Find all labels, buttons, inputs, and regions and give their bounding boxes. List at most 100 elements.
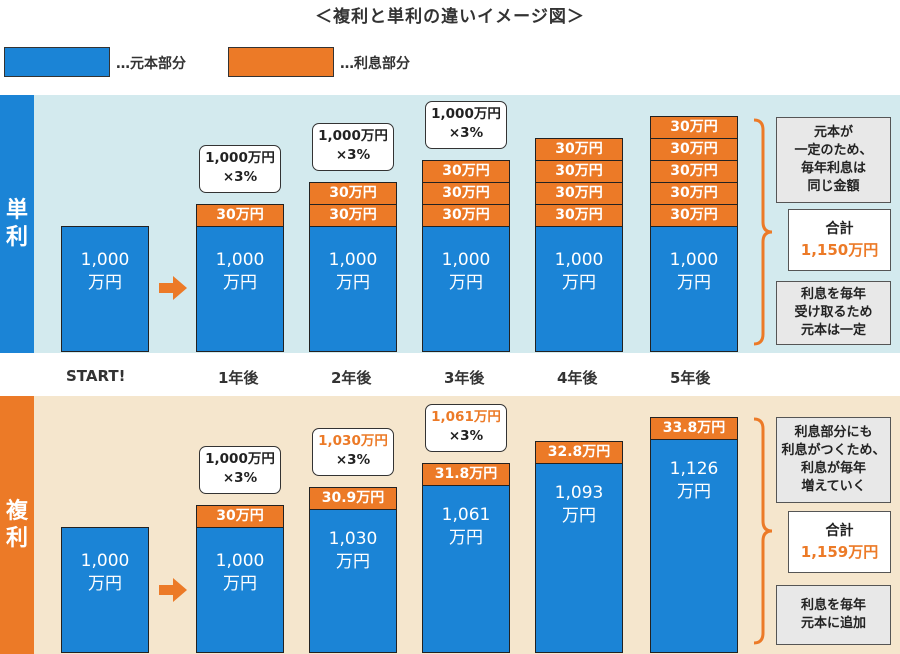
simple-principal-label: 1,000 万円: [536, 249, 622, 295]
compound-interest-segment: 33.8万円: [650, 417, 738, 440]
compound-bubble-2: 1,030万円 ×3%: [312, 428, 394, 476]
simple-interest-label: 単 利: [0, 95, 34, 353]
simple-note-bottom: 利息を毎年 受け取るため 元本は一定: [776, 281, 891, 345]
compound-total-box: 合計 1,159万円: [788, 511, 891, 573]
compound-start-unit: 万円: [88, 574, 122, 594]
compound-bubble-2-amount: 1,030万円: [318, 433, 388, 449]
simple-interest-segment: 30万円: [650, 204, 738, 227]
simple-interest-segment: 30万円: [196, 204, 284, 227]
compound-bubble-2-rate: ×3%: [335, 452, 371, 468]
compound-note-bottom: 利息を毎年 元本に追加: [776, 585, 891, 645]
compound-principal-bar: 1,061 万円: [422, 485, 510, 653]
compound-principal-label: 1,093 万円: [536, 482, 622, 528]
legend-principal-swatch: [4, 47, 110, 77]
simple-note-top: 元本が 一定のため、 毎年利息は 同じ金額: [776, 117, 891, 203]
simple-bubble-3: 1,000万円×3%: [425, 101, 507, 149]
compound-brace-icon: [753, 417, 773, 645]
compound-principal-amount: 1,093: [554, 483, 604, 503]
compound-note-top: 利息部分にも 利息がつくため、 利息が毎年 増えていく: [776, 417, 891, 503]
legend-interest-label: …利息部分: [340, 56, 410, 72]
simple-interest-segment: 30万円: [535, 182, 623, 205]
simple-interest-segment: 30万円: [309, 182, 397, 205]
simple-principal-unit: 万円: [562, 273, 596, 293]
x-label-year1: 1年後: [218, 369, 259, 387]
simple-bubble-3-amount: 1,000万円: [431, 106, 501, 122]
compound-bubble-3-rate: ×3%: [448, 428, 484, 444]
simple-principal-bar: 1,000 万円: [422, 226, 510, 352]
x-label-year3: 3年後: [444, 369, 485, 387]
simple-interest-segment: 30万円: [422, 160, 510, 183]
simple-interest-segment: 30万円: [650, 116, 738, 139]
simple-principal-label: 1,000 万円: [197, 249, 283, 295]
compound-interest-segment: 31.8万円: [422, 463, 510, 486]
x-label-year4: 4年後: [557, 369, 598, 387]
simple-bubble-2-amount: 1,000万円: [318, 128, 388, 144]
simple-principal-unit: 万円: [223, 273, 257, 293]
simple-principal-unit: 万円: [336, 273, 370, 293]
simple-interest-segment: 30万円: [535, 204, 623, 227]
simple-brace-icon: [753, 118, 773, 346]
compound-principal-unit: 万円: [223, 574, 257, 594]
simple-interest-segment: 30万円: [309, 204, 397, 227]
simple-principal-amount: 1,000: [669, 250, 719, 270]
compound-bubble-3-amount: 1,061万円: [431, 409, 501, 425]
legend-principal-label: …元本部分: [116, 56, 186, 72]
compound-principal-amount: 1,126: [669, 459, 719, 479]
compound-principal-unit: 万円: [562, 506, 596, 526]
compound-principal-label: 1,061 万円: [423, 504, 509, 550]
simple-start-bar: 1,000 万円: [61, 226, 149, 352]
compound-principal-unit: 万円: [336, 552, 370, 572]
compound-principal-label: 1,126 万円: [651, 458, 737, 504]
simple-bubble-2-rate: ×3%: [335, 147, 371, 163]
compound-principal-amount: 1,061: [441, 505, 491, 525]
compound-bubble-1-amount: 1,000万円: [205, 451, 275, 467]
legend-interest-swatch: [228, 47, 334, 77]
simple-interest-segment: 30万円: [422, 182, 510, 205]
compound-principal-bar: 1,000 万円: [196, 527, 284, 653]
simple-principal-bar: 1,000 万円: [196, 226, 284, 352]
compound-principal-label: 1,030 万円: [310, 528, 396, 574]
simple-principal-label: 1,000 万円: [651, 249, 737, 295]
simple-bubble-1: 1,000万円×3%: [199, 145, 281, 193]
simple-principal-amount: 1,000: [554, 250, 604, 270]
x-label-year2: 2年後: [331, 369, 372, 387]
simple-principal-amount: 1,000: [215, 250, 265, 270]
simple-total-value: 1,150万円: [800, 241, 879, 259]
simple-principal-amount: 1,000: [441, 250, 491, 270]
compound-arrow-icon: [159, 578, 187, 602]
compound-principal-bar: 1,030 万円: [309, 509, 397, 653]
compound-principal-unit: 万円: [677, 482, 711, 502]
compound-principal-bar: 1,126 万円: [650, 439, 738, 653]
simple-interest-segment: 30万円: [422, 204, 510, 227]
compound-bubble-1: 1,000万円 ×3%: [199, 446, 281, 494]
compound-principal-amount: 1,030: [328, 529, 378, 549]
simple-interest-segment: 30万円: [650, 138, 738, 161]
x-label-start: START!: [66, 367, 126, 385]
simple-total-box: 合計 1,150万円: [788, 209, 891, 271]
simple-principal-bar: 1,000 万円: [535, 226, 623, 352]
compound-interest-segment: 32.8万円: [535, 441, 623, 464]
simple-principal-unit: 万円: [449, 273, 483, 293]
simple-start-amount: 1,000: [80, 250, 130, 270]
compound-bubble-1-rate: ×3%: [222, 470, 258, 486]
simple-start-unit: 万円: [88, 273, 122, 293]
compound-principal-label: 1,000 万円: [197, 550, 283, 596]
simple-principal-unit: 万円: [677, 273, 711, 293]
compound-start-amount: 1,000: [80, 551, 130, 571]
simple-principal-label: 1,000 万円: [423, 249, 509, 295]
simple-interest-segment: 30万円: [650, 160, 738, 183]
compound-principal-unit: 万円: [449, 528, 483, 548]
compound-interest-segment: 30.9万円: [309, 487, 397, 510]
compound-interest-label: 複 利: [0, 396, 34, 654]
x-label-year5: 5年後: [670, 369, 711, 387]
simple-bubble-1-amount: 1,000万円: [205, 150, 275, 166]
simple-bubble-2: 1,000万円 ×3%: [312, 123, 394, 171]
simple-principal-bar: 1,000 万円: [650, 226, 738, 352]
compound-total-value: 1,159万円: [800, 543, 879, 561]
simple-arrow-icon: [159, 276, 187, 300]
simple-start-bar-label: 1,000 万円: [62, 249, 148, 295]
simple-interest-segment: 30万円: [535, 160, 623, 183]
compound-principal-amount: 1,000: [215, 551, 265, 571]
